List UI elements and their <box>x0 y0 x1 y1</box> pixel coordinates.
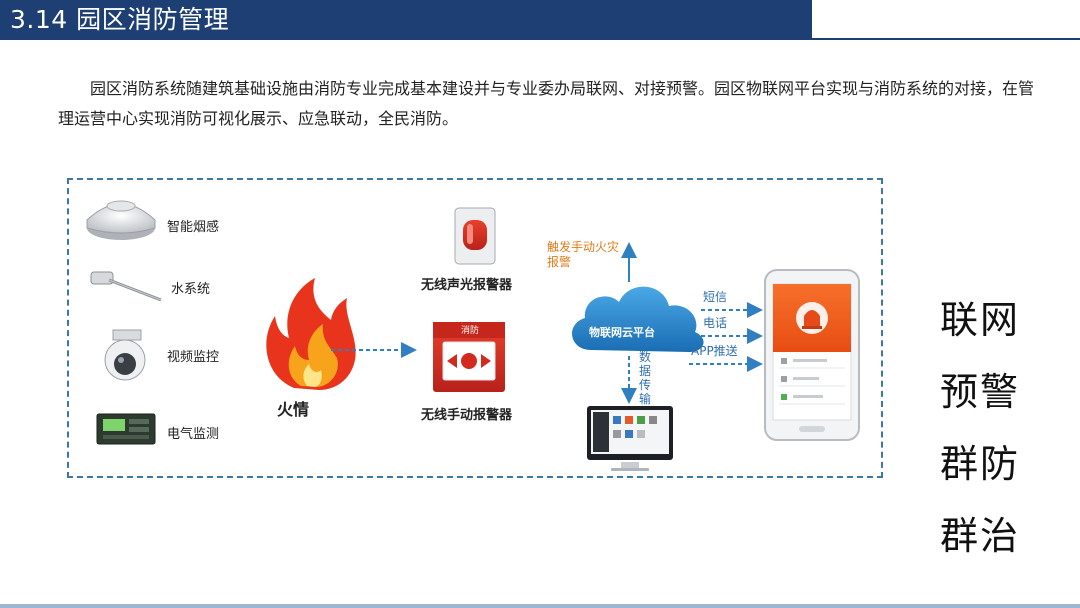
alarm-light-label: 无线声光报警器 <box>421 278 513 293</box>
intro-paragraph: 园区消防系统随建筑基础设施由消防专业完成基本建设并与专业委办局联网、对接预警。园… <box>58 74 1038 134</box>
cloud-icon <box>572 286 704 352</box>
title-rule <box>812 38 1080 40</box>
side-word-warning: 预警 <box>940 370 1021 414</box>
data-transmission-label: 数据传输 <box>638 350 651 406</box>
side-keywords: 联网 预警 群防 群治 <box>940 284 1040 572</box>
channel-app-label: APP推送 <box>691 344 738 358</box>
title-bar: 3.14 园区消防管理 <box>0 0 812 40</box>
manual-alarm-icon <box>433 322 505 392</box>
sound-light-alarm-icon <box>454 207 496 265</box>
fire-label: 火情 <box>277 400 310 419</box>
side-word-networking: 联网 <box>940 298 1021 342</box>
intro-text: 园区消防系统随建筑基础设施由消防专业完成基本建设并与专业委办局联网、对接预警。园… <box>58 79 1035 128</box>
fire-icon <box>266 278 356 390</box>
page-title: 3.14 园区消防管理 <box>10 5 230 34</box>
water-sensor-icon <box>90 271 162 302</box>
channel-phone-label: 电话 <box>703 316 728 330</box>
side-word-group-prevention: 群防 <box>940 442 1021 486</box>
sensor-label-smoke: 智能烟感 <box>167 220 220 235</box>
cloud-label: 物联网云平台 <box>589 326 655 339</box>
channel-sms-label: 短信 <box>703 290 728 304</box>
smartphone-icon <box>764 269 860 441</box>
diagram-canvas <box>86 200 860 471</box>
sensor-label-video: 视频监控 <box>167 350 220 365</box>
sensor-label-electric: 电气监测 <box>167 427 220 442</box>
smoke-detector-icon <box>86 200 156 240</box>
footer-rule <box>0 604 1080 608</box>
trigger-label: 触发手动火灾报警 <box>547 240 620 269</box>
monitor-icon <box>587 406 673 471</box>
sensor-label-water: 水系统 <box>171 282 211 297</box>
fire-system-diagram: 智能烟感 水系统 视频监控 电气监测 火情 无线声光报警器 无线手动报警器 消防… <box>67 178 883 478</box>
dome-camera-icon <box>104 329 146 381</box>
side-word-group-governance: 群治 <box>940 514 1021 558</box>
manual-alarm-label: 无线手动报警器 <box>421 408 513 423</box>
manual-alarm-device-text: 消防 <box>461 326 480 336</box>
electric-monitor-icon <box>96 413 156 445</box>
